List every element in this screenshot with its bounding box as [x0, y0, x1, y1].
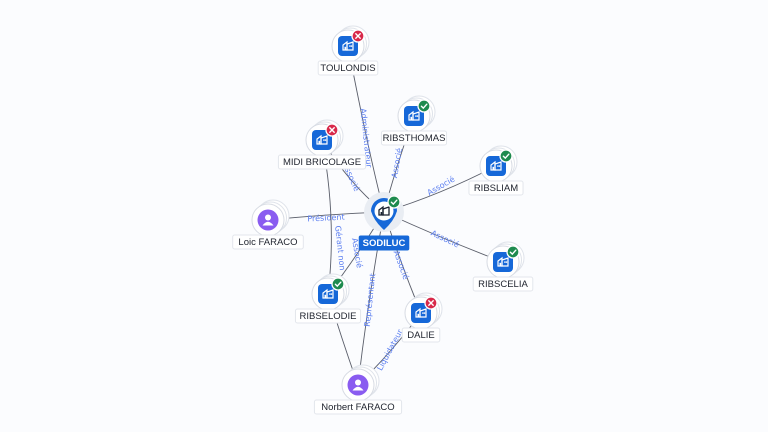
status-active-icon [387, 195, 401, 209]
company-badge [404, 106, 424, 126]
node-ribscelia[interactable]: RIBSCELIA [472, 241, 534, 292]
person-icon [262, 214, 274, 226]
node-label-bg [468, 180, 524, 196]
status-closed-icon [325, 123, 339, 137]
company-icon [490, 160, 502, 171]
company-badge [486, 156, 506, 176]
company-badge [338, 36, 358, 56]
node-label: RIBSCELIA [478, 279, 528, 290]
node-label-bg [294, 308, 362, 324]
node-label: MIDI BRICOLAGE [283, 157, 361, 168]
center-node[interactable]: SODILUC [358, 192, 410, 251]
node-label: DALIE [407, 330, 434, 341]
node-toulondis[interactable]: TOULONDIS [317, 25, 379, 76]
edge-label: Gérant non [333, 225, 348, 271]
node-label: RIBSTHOMAS [383, 133, 446, 144]
edge-label: Représentant [362, 273, 378, 327]
edge-label: Président [307, 212, 345, 224]
node-ribselodie[interactable]: RIBSELODIE [294, 273, 362, 324]
edge-label: Associé [389, 147, 404, 179]
company-icon [378, 205, 390, 216]
company-icon [408, 110, 420, 121]
node-label-bg [401, 327, 441, 343]
node-label-bg [380, 130, 448, 146]
company-icon [322, 288, 334, 299]
node-label: RIBSELODIE [299, 311, 356, 322]
status-active-icon [331, 277, 345, 291]
company-icon [497, 256, 509, 267]
node-dalie[interactable]: DALIE [401, 292, 443, 343]
center-label: SODILUC [363, 238, 406, 249]
company-badge [411, 303, 431, 323]
company-badge [318, 284, 338, 304]
node-midi-bricolage[interactable]: MIDI BRICOLAGE [277, 119, 367, 170]
node-ribsliam[interactable]: RIBSLIAM [468, 145, 524, 196]
node-label-bg [313, 399, 403, 415]
company-icon [342, 40, 354, 51]
node-label-bg [472, 276, 534, 292]
node-loic-faraco[interactable]: Loic FARACO [232, 199, 304, 250]
node-label: Loic FARACO [238, 237, 297, 248]
node-label: TOULONDIS [320, 63, 375, 74]
node-label-bg [317, 60, 379, 76]
company-icon [415, 307, 427, 318]
edge-label: Associé [425, 174, 456, 198]
status-active-icon [499, 149, 513, 163]
status-closed-icon [351, 29, 365, 43]
node-label-bg [277, 154, 367, 170]
node-label: Norbert FARACO [321, 402, 394, 413]
node-label-bg [232, 234, 304, 250]
company-badge [493, 252, 513, 272]
nodes-layer: TOULONDIS RIBSTHOMAS MIDI BRICOLAGE RIBSLIA… [232, 25, 534, 415]
center-label-bg [358, 235, 410, 251]
person-icon [352, 379, 364, 391]
status-active-icon [417, 99, 431, 113]
company-badge [312, 130, 332, 150]
node-label: RIBSLIAM [474, 183, 518, 194]
company-icon [316, 134, 328, 145]
node-norbert-faraco[interactable]: Norbert FARACO [313, 364, 403, 415]
edge-label: Associé [392, 249, 412, 281]
status-closed-icon [424, 296, 438, 310]
edge-label: Associé [429, 228, 461, 250]
status-active-icon [506, 245, 520, 259]
node-ribsthomas[interactable]: RIBSTHOMAS [380, 95, 448, 146]
edge-label: Liquidateur [375, 327, 405, 372]
